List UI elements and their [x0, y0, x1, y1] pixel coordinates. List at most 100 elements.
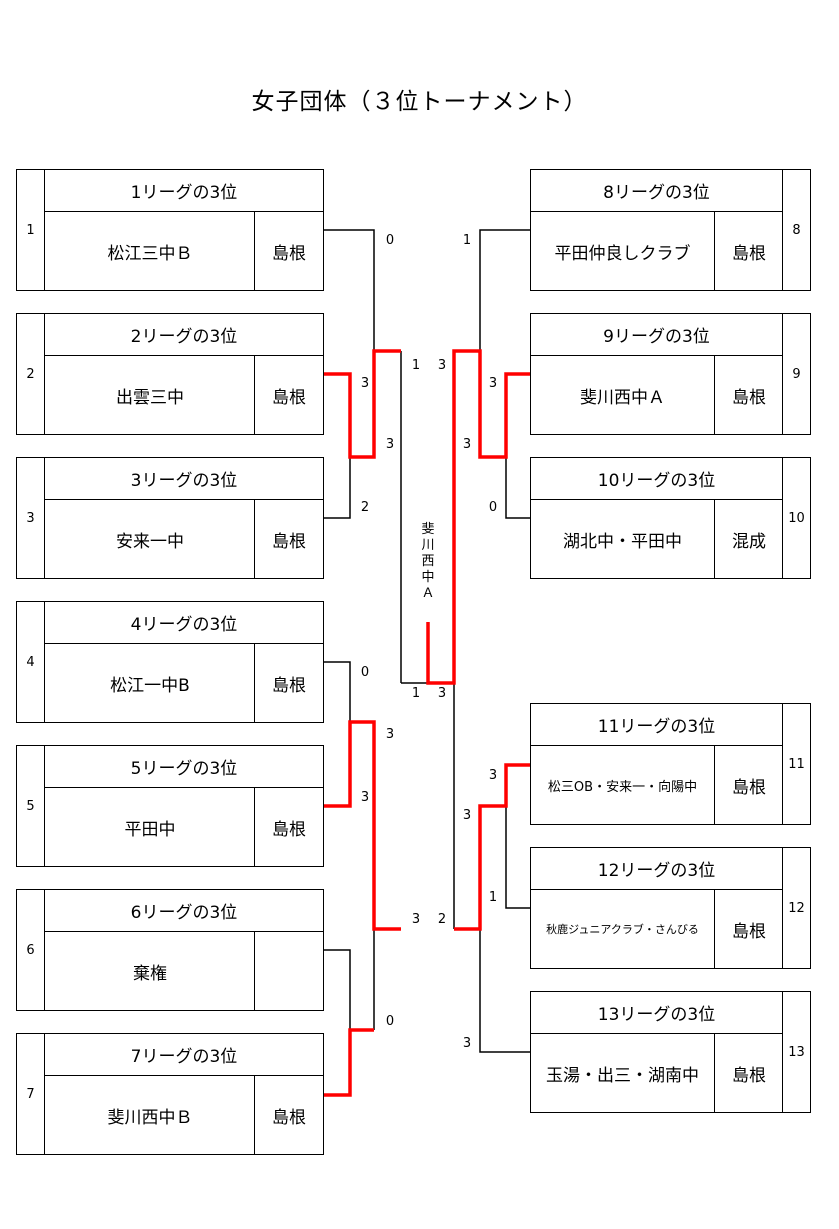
entry-number: 3 — [17, 458, 45, 578]
bracket-line — [324, 229, 375, 351]
entry-box-7: 7 7リーグの3位 斐川西中Ｂ 島根 — [16, 1033, 324, 1155]
entry-number: 9 — [782, 314, 810, 434]
entry-number: 8 — [782, 170, 810, 290]
entry-number: 6 — [17, 890, 45, 1010]
bracket-line — [324, 949, 351, 1030]
score-label: 3 — [360, 790, 370, 805]
entry-league: 12リーグの3位 — [531, 848, 782, 890]
entry-number: 5 — [17, 746, 45, 866]
bracket-line — [505, 806, 530, 909]
score-label: 3 — [462, 808, 472, 823]
entry-prefecture: 島根 — [714, 746, 783, 824]
entry-box-2: 2 2リーグの3位 出雲三中 島根 — [16, 313, 324, 435]
entry-league: 5リーグの3位 — [45, 746, 323, 788]
entry-league: 3リーグの3位 — [45, 458, 323, 500]
entry-number: 10 — [782, 458, 810, 578]
score-label: 0 — [360, 665, 370, 680]
entry-prefecture — [254, 932, 323, 1010]
entry-box-3: 3 3リーグの3位 安来一中 島根 — [16, 457, 324, 579]
entry-number: 12 — [782, 848, 810, 968]
entry-team: 松三OB・安来一・向陽中 — [547, 779, 698, 795]
win-line — [324, 720, 401, 931]
entry-league: 11リーグの3位 — [531, 704, 782, 746]
entry-league: 7リーグの3位 — [45, 1034, 323, 1076]
entry-team: 斐川西中Ａ — [580, 387, 665, 408]
win-line — [454, 763, 530, 931]
win-line — [324, 1028, 374, 1097]
entry-league: 2リーグの3位 — [45, 314, 323, 356]
entry-box-10: 10リーグの3位 湖北中・平田中 混成 10 — [530, 457, 811, 579]
score-label: 3 — [462, 437, 472, 452]
score-label: 0 — [385, 1014, 395, 1029]
entry-prefecture: 島根 — [254, 644, 323, 722]
entry-league: 1リーグの3位 — [45, 170, 323, 212]
entry-team: 松江一中B — [110, 675, 190, 696]
entry-league: 13リーグの3位 — [531, 992, 782, 1034]
score-label: 3 — [437, 686, 447, 701]
bracket-line — [479, 929, 530, 1053]
score-label: 1 — [488, 890, 498, 905]
score-label: 1 — [411, 358, 421, 373]
bracket-line — [505, 457, 530, 519]
entry-team: 秋鹿ジュニアクラブ・さんびる — [546, 923, 699, 936]
page-title: 女子団体（３位トーナメント） — [251, 89, 588, 115]
score-label: 0 — [488, 500, 498, 515]
entry-league: 4リーグの3位 — [45, 602, 323, 644]
entry-number: 2 — [17, 314, 45, 434]
entry-box-1: 1 1リーグの3位 松江三中Ｂ 島根 — [16, 169, 324, 291]
entry-box-13: 13リーグの3位 玉湯・出三・湖南中 島根 13 — [530, 991, 811, 1113]
bracket-line — [324, 661, 351, 722]
entry-team: 棄権 — [133, 963, 167, 984]
entry-box-11: 11リーグの3位 松三OB・安来一・向陽中 島根 11 — [530, 703, 811, 825]
score-label: 1 — [411, 686, 421, 701]
score-label: 3 — [360, 376, 370, 391]
bracket-line — [479, 229, 530, 351]
entry-prefecture: 島根 — [714, 212, 783, 290]
entry-box-6: 6 6リーグの3位 棄権 — [16, 889, 324, 1011]
entry-box-9: 9リーグの3位 斐川西中Ａ 島根 9 — [530, 313, 811, 435]
entry-team: 出雲三中 — [116, 387, 184, 408]
entry-box-8: 8リーグの3位 平田仲良しクラブ 島根 8 — [530, 169, 811, 291]
entry-team: 安来一中 — [116, 531, 184, 552]
entry-box-4: 4 4リーグの3位 松江一中B 島根 — [16, 601, 324, 723]
entry-team: 斐川西中Ｂ — [107, 1107, 193, 1128]
entry-prefecture: 島根 — [254, 788, 323, 866]
score-label: 2 — [360, 500, 370, 515]
score-label: 3 — [385, 727, 395, 742]
entry-league: 10リーグの3位 — [531, 458, 782, 500]
score-label: 3 — [488, 376, 498, 391]
entry-prefecture: 島根 — [254, 356, 323, 434]
entry-prefecture: 島根 — [714, 356, 783, 434]
score-label: 3 — [411, 912, 421, 927]
entry-number: 13 — [782, 992, 810, 1112]
entry-prefecture: 島根 — [254, 1076, 323, 1154]
entry-league: 9リーグの3位 — [531, 314, 782, 356]
entry-prefecture: 島根 — [714, 1034, 783, 1112]
entry-number: 7 — [17, 1034, 45, 1154]
entry-league: 6リーグの3位 — [45, 890, 323, 932]
score-label: 2 — [437, 912, 447, 927]
win-line — [324, 349, 401, 459]
score-label: 1 — [462, 233, 472, 248]
score-label: 0 — [385, 233, 395, 248]
score-label: 3 — [385, 437, 395, 452]
entry-team: 湖北中・平田中 — [563, 531, 682, 552]
score-label: 3 — [437, 358, 447, 373]
entry-team: 玉湯・出三・湖南中 — [546, 1065, 699, 1086]
entry-box-5: 5 5リーグの3位 平田中 島根 — [16, 745, 324, 867]
entry-prefecture: 島根 — [254, 500, 323, 578]
entry-team: 松江三中Ｂ — [107, 243, 193, 264]
entry-box-12: 12リーグの3位 秋鹿ジュニアクラブ・さんびる 島根 12 — [530, 847, 811, 969]
entry-number: 4 — [17, 602, 45, 722]
score-label: 3 — [462, 1036, 472, 1051]
entry-prefecture: 島根 — [714, 890, 783, 968]
win-line — [426, 349, 530, 685]
bracket-line — [324, 457, 351, 519]
entry-team: 平田仲良しクラブ — [554, 243, 691, 264]
entry-number: 1 — [17, 170, 45, 290]
score-label: 3 — [488, 768, 498, 783]
entry-team: 平田中 — [124, 819, 176, 840]
